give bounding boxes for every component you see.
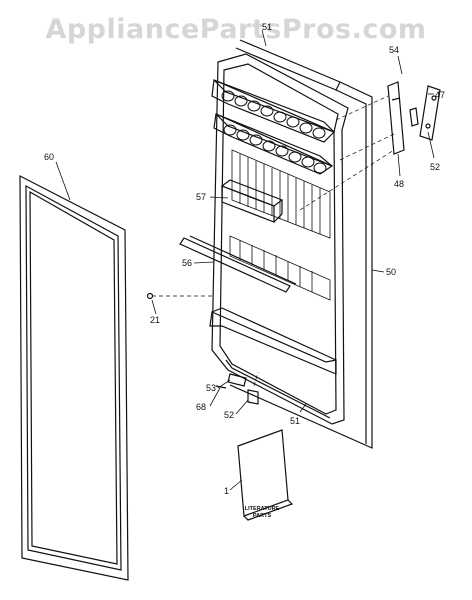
upper-door-rack	[211, 79, 336, 175]
hinge-assembly-right	[387, 81, 441, 155]
callout-52a: 52	[430, 162, 440, 172]
leader-68	[209, 387, 221, 407]
screw-21	[146, 292, 154, 300]
leader-53	[217, 379, 231, 389]
callout-57: 57	[196, 192, 206, 202]
shelf-bar-56	[179, 235, 297, 293]
callout-53: 53	[206, 383, 216, 393]
lower-door-bin	[209, 307, 337, 375]
door-gasket	[19, 175, 129, 581]
door-inner-liner	[211, 53, 349, 425]
leader-21	[151, 299, 157, 315]
literature-label-line1: LITERATURE	[245, 506, 280, 512]
callout-52b: 52	[224, 410, 234, 420]
callout-50: 50	[386, 267, 396, 277]
callout-47: 47	[435, 90, 445, 100]
leader-54	[397, 55, 403, 75]
callout-51a: 51	[262, 22, 272, 32]
callout-21: 21	[150, 315, 160, 325]
door-shelf-ribs	[229, 149, 331, 301]
callout-48: 48	[394, 179, 404, 189]
leader-48	[397, 153, 401, 177]
door-shelf-57	[220, 179, 284, 223]
leader-56	[193, 261, 215, 264]
leader-51a	[261, 29, 267, 47]
leader-1	[229, 479, 243, 491]
leader-57	[209, 196, 229, 199]
lower-hinge-parts	[215, 373, 259, 405]
callout-54: 54	[389, 45, 399, 55]
alignment-lines	[152, 95, 395, 387]
door-outer-panel	[229, 39, 373, 449]
leader-52b	[235, 399, 249, 415]
leader-60	[55, 161, 71, 201]
literature-booklet	[237, 429, 294, 521]
watermark-text: AppliancePartsPros.com	[45, 14, 427, 45]
callout-51b: 51	[290, 416, 300, 426]
callout-68: 68	[196, 402, 206, 412]
leader-52a	[427, 131, 435, 159]
leader-50	[371, 269, 385, 273]
leader-51b	[299, 403, 307, 413]
callout-56: 56	[182, 258, 192, 268]
callout-1: 1	[224, 486, 229, 496]
literature-label-line2: PARTS	[253, 513, 272, 519]
callout-60: 60	[44, 152, 54, 162]
